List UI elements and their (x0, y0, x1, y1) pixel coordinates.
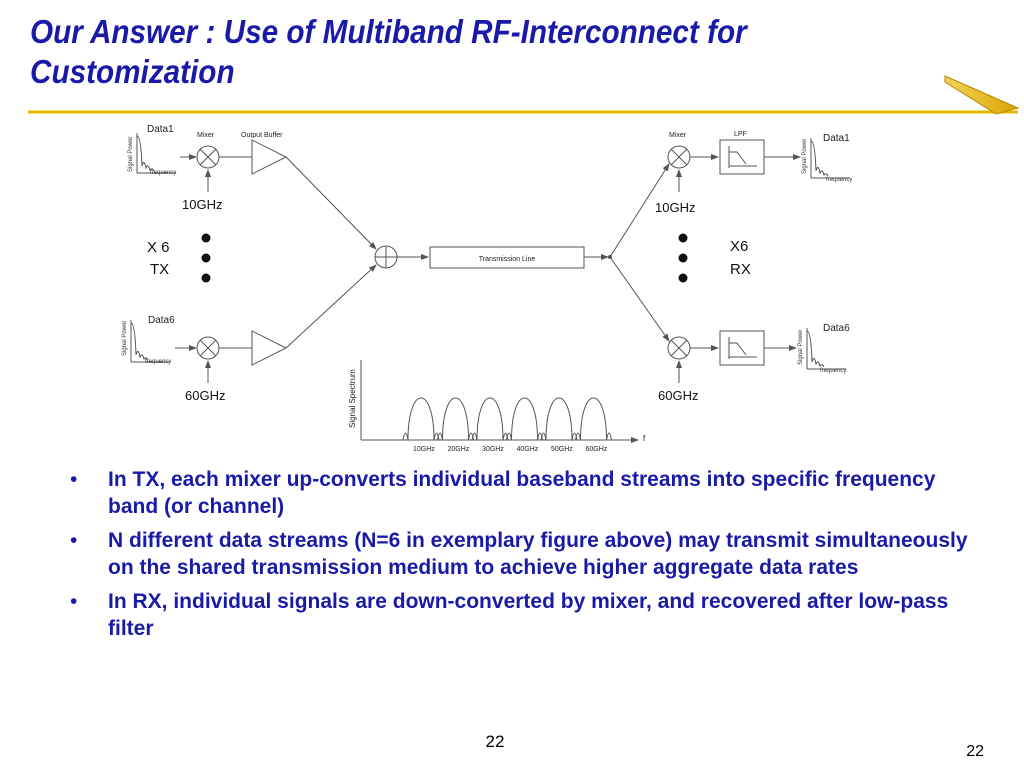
tx-count-label: X 6 (147, 239, 170, 256)
spectrum-lobes (402, 397, 612, 441)
signal-spectrum-plot: Signal Spectrum f 10GHz 20GHz 30GHz 40GHz 50… (348, 360, 646, 453)
title-line-2: Customization (30, 53, 235, 90)
spectrum-band-labels: 10GHz 20GHz 30GHz 40GHz 50GHz 60GHz (413, 446, 608, 453)
rx-mini-plot-bottom: Signal Power frequency (798, 328, 846, 374)
rx-lpf-bottom-icon (719, 330, 765, 366)
tx-data-bottom-label: Data6 (148, 315, 175, 326)
rx-mini-plot-bottom-xlabel: frequency (820, 368, 846, 374)
rx-freq-bottom-label: 60GHz (658, 388, 698, 403)
tx-mini-plot-top-xlabel: frequency (150, 170, 176, 176)
tx-freq-top-label: 10GHz (182, 197, 222, 212)
bullet-item: N different data streams (N=6 in exempla… (70, 527, 990, 581)
title-line-1: Our Answer : Use of Multiband RF-Interco… (30, 13, 747, 50)
combiner-icon (374, 245, 398, 269)
tx-side-label: TX (150, 261, 169, 278)
tx-output-buffer-bottom-icon (251, 330, 288, 366)
tx-data-top-label: Data1 (147, 124, 174, 135)
tx-mini-plot-top: Signal Power frequency (128, 133, 176, 176)
spectrum-side-lobe (437, 432, 443, 441)
spectrum-band-label: 60GHz (586, 446, 608, 453)
rx-mixer-bottom-icon (667, 336, 691, 360)
spectrum-main-lobe (580, 397, 607, 441)
page-number-right: 22 (966, 743, 984, 760)
rx-lpf-label: LPF (734, 131, 747, 138)
spectrum-side-lobe (537, 432, 543, 441)
tx-ellipsis-dots (201, 233, 211, 283)
spectrum-band-label: 10GHz (413, 446, 435, 453)
tx-bottom-to-combiner-line (285, 264, 377, 349)
spectrum-side-lobe (540, 432, 547, 441)
tx-mini-plot-bottom-xlabel: frequency (145, 359, 171, 365)
spectrum-side-lobe (468, 432, 474, 441)
rx-mixer-top-icon (667, 145, 691, 169)
rx-side-label: RX (730, 261, 751, 278)
rf-interconnect-diagram: Signal Power frequency Data1 Mixer 10GHz… (28, 75, 1020, 453)
spectrum-main-lobe (511, 397, 538, 441)
spectrum-side-lobe (606, 432, 612, 441)
gold-arrow-icon (944, 75, 1020, 115)
rx-ellipsis-dots (678, 233, 688, 283)
slide-title: Our Answer : Use of Multiband RF-Interco… (30, 12, 840, 92)
tx-mixer-top-label: Mixer (197, 132, 215, 139)
bullet-list: In TX, each mixer up-converts individual… (70, 466, 990, 649)
spectrum-band-label: 40GHz (517, 446, 539, 453)
spectrum-band-label: 50GHz (551, 446, 573, 453)
spectrum-main-lobe (476, 397, 504, 441)
bullet-item: In TX, each mixer up-converts individual… (70, 466, 990, 520)
splitter-to-rx-top-line (609, 163, 670, 258)
rx-lpf-top-icon (719, 139, 765, 175)
rx-mixer-top-label: Mixer (669, 132, 687, 139)
spectrum-main-lobe (545, 397, 573, 441)
tx-freq-bottom-label: 60GHz (185, 388, 225, 403)
tx-mini-plot-bottom-ylabel: Signal Power (122, 321, 128, 356)
page-number-center: 22 (485, 732, 505, 751)
rx-data-bottom-label: Data6 (823, 323, 850, 334)
spectrum-side-lobe (571, 432, 578, 441)
tx-mini-plot-top-ylabel: Signal Power (128, 137, 134, 172)
rx-mini-plot-top-ylabel: Signal Power (802, 139, 808, 174)
spectrum-side-lobe (471, 432, 478, 441)
spectrum-side-lobe (502, 432, 509, 441)
rx-mini-plot-top-xlabel: frequency (826, 177, 852, 183)
tx-mixer-bottom-icon (196, 336, 220, 360)
bullet-item: In RX, individual signals are down-conve… (70, 588, 990, 642)
rx-mini-plot-top: Signal Power frequency (802, 138, 852, 183)
spectrum-main-lobe (442, 397, 469, 441)
tx-mixer-top-icon (196, 145, 220, 169)
tx-output-buffer-top-icon (251, 139, 288, 175)
splitter-to-rx-bottom-line (609, 256, 670, 342)
rx-count-label: X6 (730, 238, 748, 255)
spectrum-ylabel: Signal Spectrum (348, 369, 357, 428)
spectrum-main-lobe (407, 397, 435, 441)
tx-top-to-combiner-line (285, 156, 377, 250)
rx-data-top-label: Data1 (823, 133, 850, 144)
spectrum-axis-label: f (643, 434, 646, 443)
spectrum-side-lobe (506, 432, 512, 441)
spectrum-band-label: 30GHz (482, 446, 504, 453)
rx-mini-plot-bottom-ylabel: Signal Power (798, 330, 804, 365)
transmission-line-label: Transmission Line (479, 256, 536, 263)
tx-output-buffer-label: Output Buffer (241, 132, 283, 139)
spectrum-side-lobe (575, 432, 581, 441)
spectrum-side-lobe (402, 432, 409, 441)
tx-mini-plot-bottom: Signal Power frequency (122, 320, 171, 365)
spectrum-side-lobe (433, 432, 440, 441)
spectrum-band-label: 20GHz (448, 446, 470, 453)
rx-freq-top-label: 10GHz (655, 200, 695, 215)
